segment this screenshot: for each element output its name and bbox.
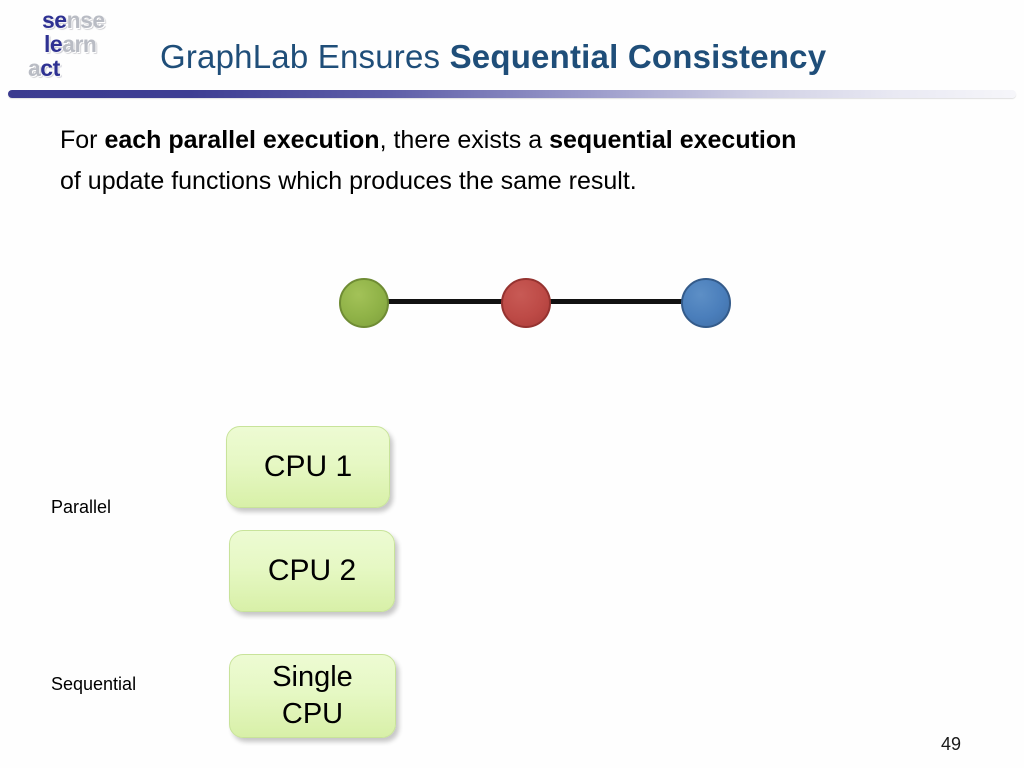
parallel-label: Parallel bbox=[51, 497, 112, 517]
graph-node-green bbox=[339, 278, 389, 328]
graph-edge-green-red bbox=[378, 299, 508, 304]
single-cpu-label: Single CPU bbox=[272, 659, 353, 733]
single-cpu-label-line1: Single bbox=[272, 661, 353, 693]
page-title-regular: GraphLab Ensures bbox=[160, 38, 450, 75]
logo-learn-grey: arn bbox=[62, 31, 97, 57]
header-divider-bar bbox=[8, 90, 1016, 98]
cpu-2-box: CPU 2 bbox=[229, 530, 395, 612]
body-text: For each parallel execution, there exist… bbox=[60, 120, 970, 202]
body-line2: of update functions which produces the s… bbox=[60, 167, 637, 195]
graph-node-blue bbox=[681, 278, 731, 328]
logo-learn-blue: le bbox=[44, 31, 63, 57]
logo-act-a: a bbox=[28, 55, 41, 81]
page-title: GraphLab Ensures Sequential Consistency bbox=[160, 38, 826, 76]
body-line1-bold2: sequential execution bbox=[549, 126, 797, 154]
single-cpu-label-line2: CPU bbox=[281, 698, 344, 730]
logo-sense-blue: se bbox=[42, 7, 67, 33]
logo-row-learn: learn bbox=[44, 31, 97, 57]
graph-node-red bbox=[501, 278, 551, 328]
graph-edge-red-blue bbox=[540, 299, 695, 304]
page-title-bold: Sequential Consistency bbox=[449, 38, 827, 75]
page-number: 49 bbox=[941, 734, 962, 754]
logo-sense-grey: nse bbox=[66, 7, 106, 33]
sequential-label: Sequential bbox=[51, 674, 137, 694]
body-line1-part1: For bbox=[60, 126, 105, 154]
sense-learn-act-logo: sense learn act bbox=[28, 6, 148, 88]
cpu-1-label: CPU 1 bbox=[263, 450, 353, 483]
cpu-2-label: CPU 2 bbox=[267, 554, 357, 587]
body-line1-bold1: each parallel execution bbox=[104, 126, 380, 154]
logo-act-ct: ct bbox=[40, 55, 60, 81]
single-cpu-box: Single CPU bbox=[229, 654, 396, 738]
logo-row-sense: sense bbox=[42, 8, 105, 33]
logo-row-act: act bbox=[28, 56, 60, 81]
cpu-1-box: CPU 1 bbox=[226, 426, 390, 508]
body-line1-part2: , there exists a bbox=[379, 126, 550, 154]
